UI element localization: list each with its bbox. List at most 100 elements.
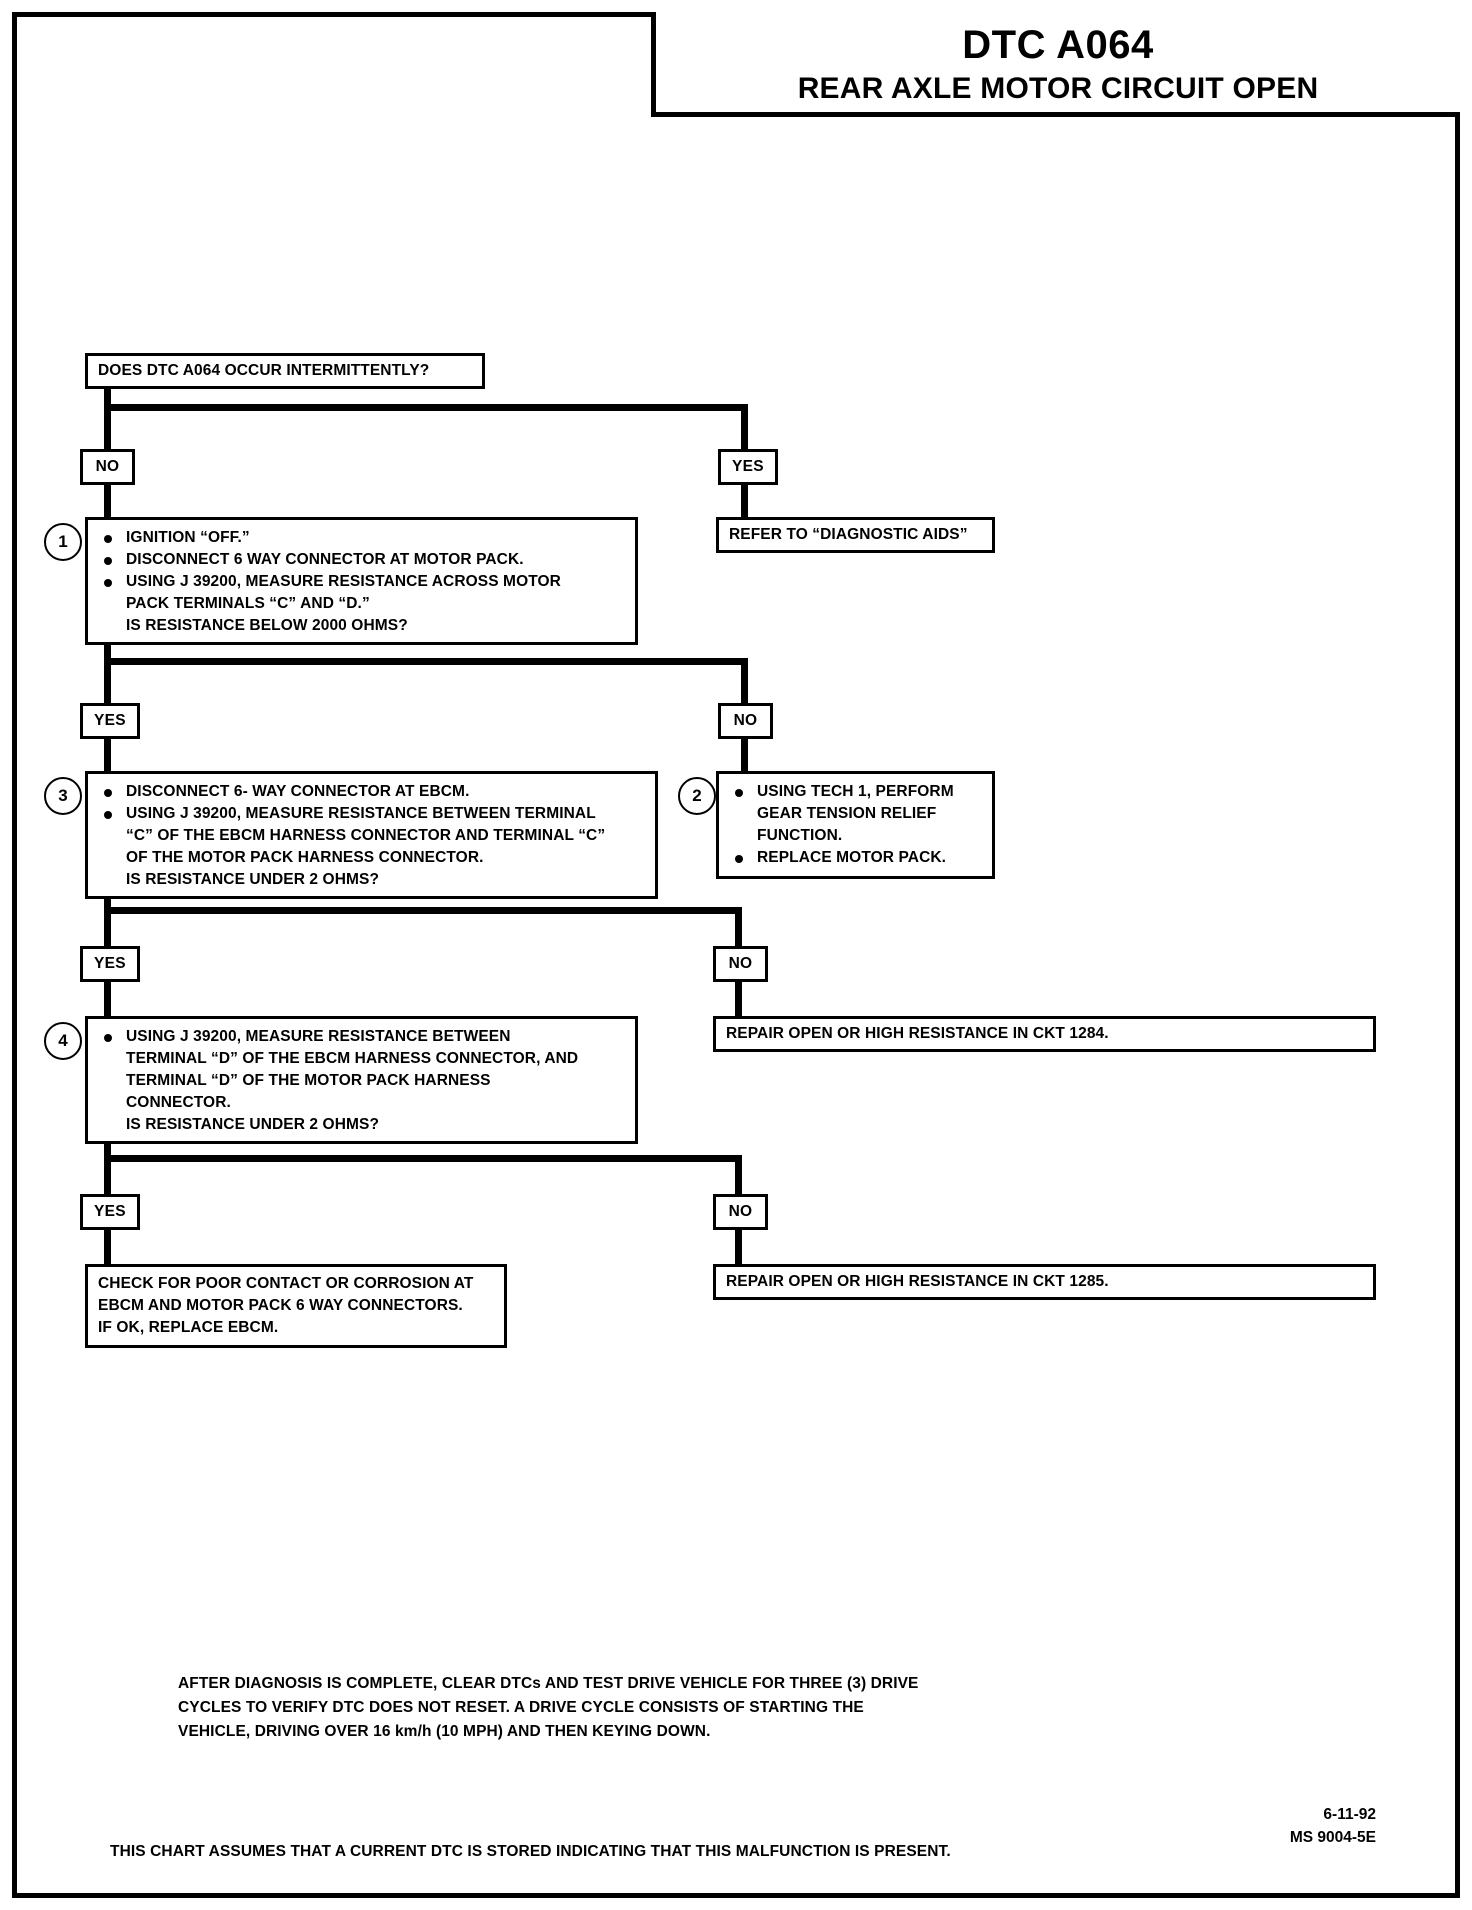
step-2-box: USING TECH 1, PERFORM GEAR TENSION RELIE… bbox=[716, 771, 995, 879]
document-date: 6-11-92 bbox=[1323, 1806, 1376, 1823]
repair-ckt-1285-box: REPAIR OPEN OR HIGH RESISTANCE IN CKT 12… bbox=[713, 1264, 1376, 1300]
connector-step1-stub bbox=[104, 645, 111, 665]
list-item: USING TECH 1, PERFORM bbox=[729, 781, 982, 803]
step-number-4: 4 bbox=[44, 1022, 82, 1060]
tag-label: YES bbox=[94, 955, 126, 972]
document-id-block: 6-11-92 MS 9004-5E bbox=[1100, 1803, 1376, 1850]
list-item: REPLACE MOTOR PACK. bbox=[729, 847, 982, 869]
step-3-continuation-1: “C” OF THE EBCM HARNESS CONNECTOR AND TE… bbox=[126, 827, 606, 844]
tag-step3-no: NO bbox=[713, 946, 768, 982]
step-number-3: 3 bbox=[44, 777, 82, 815]
connector-no-to-step2 bbox=[741, 739, 748, 771]
repair-ckt-1284-text: REPAIR OPEN OR HIGH RESISTANCE IN CKT 12… bbox=[726, 1025, 1109, 1042]
page-border-bottom bbox=[12, 1893, 1460, 1898]
connector-step3-no-down bbox=[735, 907, 742, 951]
step-number-label: 2 bbox=[692, 786, 702, 805]
step-number-label: 1 bbox=[58, 532, 68, 551]
footer-note-line-2: CYCLES TO VERIFY DTC DOES NOT RESET. A D… bbox=[178, 1699, 864, 1717]
question-box: DOES DTC A064 OCCUR INTERMITTENTLY? bbox=[85, 353, 485, 389]
header-block: DTC A064 REAR AXLE MOTOR CIRCUIT OPEN bbox=[651, 12, 1460, 117]
final-action-box: CHECK FOR POOR CONTACT OR CORROSION AT E… bbox=[85, 1264, 507, 1348]
tag-step1-no: NO bbox=[718, 703, 773, 739]
tag-step3-yes: YES bbox=[80, 946, 140, 982]
step-3-bullet-list: DISCONNECT 6- WAY CONNECTOR AT EBCM. USI… bbox=[98, 781, 645, 825]
step-1-continuation-1: PACK TERMINALS “C” AND “D.” bbox=[126, 595, 370, 612]
step-4-continuation-3: CONNECTOR. bbox=[126, 1094, 231, 1111]
tag-question-no: NO bbox=[80, 449, 135, 485]
repair-ckt-1284-box: REPAIR OPEN OR HIGH RESISTANCE IN CKT 12… bbox=[713, 1016, 1376, 1052]
footer-note: AFTER DIAGNOSIS IS COMPLETE, CLEAR DTCs … bbox=[178, 1672, 1278, 1744]
connector-step4-yes-down bbox=[104, 1155, 111, 1199]
page-border-right bbox=[1455, 12, 1460, 1898]
connector-question-horizontal bbox=[104, 404, 748, 411]
repair-ckt-1285-text: REPAIR OPEN OR HIGH RESISTANCE IN CKT 12… bbox=[726, 1273, 1109, 1290]
connector-step3-horizontal bbox=[104, 907, 742, 914]
dtc-title: REAR AXLE MOTOR CIRCUIT OPEN bbox=[797, 71, 1319, 105]
step-2-continuation-1: GEAR TENSION RELIEF bbox=[757, 805, 937, 822]
step-3-question: IS RESISTANCE UNDER 2 OHMS? bbox=[126, 871, 380, 888]
step-4-continuation-1: TERMINAL “D” OF THE EBCM HARNESS CONNECT… bbox=[126, 1050, 579, 1067]
final-action-line-1: CHECK FOR POOR CONTACT OR CORROSION AT bbox=[98, 1275, 474, 1292]
connector-step4-horizontal bbox=[104, 1155, 742, 1162]
step-4-bullet-list: USING J 39200, MEASURE RESISTANCE BETWEE… bbox=[98, 1026, 625, 1048]
step-2-continuation-2: FUNCTION. bbox=[757, 827, 843, 844]
step-2-bullet-list-2: REPLACE MOTOR PACK. bbox=[729, 847, 982, 869]
connector-step4-no-down bbox=[735, 1155, 742, 1199]
tag-step4-no: NO bbox=[713, 1194, 768, 1230]
tag-step4-yes: YES bbox=[80, 1194, 140, 1230]
tag-step1-yes: YES bbox=[80, 703, 140, 739]
list-item: DISCONNECT 6 WAY CONNECTOR AT MOTOR PACK… bbox=[98, 549, 625, 571]
footer-note-line-3: VEHICLE, DRIVING OVER 16 km/h (10 MPH) A… bbox=[178, 1723, 711, 1741]
document-number: MS 9004-5E bbox=[1289, 1829, 1376, 1847]
connector-no-to-step1 bbox=[104, 485, 111, 517]
list-item: USING J 39200, MEASURE RESISTANCE ACROSS… bbox=[98, 571, 625, 593]
step-3-continuation-2: OF THE MOTOR PACK HARNESS CONNECTOR. bbox=[126, 849, 484, 866]
page-border-left bbox=[12, 12, 17, 1898]
step-4-question: IS RESISTANCE UNDER 2 OHMS? bbox=[126, 1116, 380, 1133]
diagnostic-aids-text: REFER TO “DIAGNOSTIC AIDS” bbox=[729, 526, 968, 543]
connector-step1-horizontal bbox=[104, 658, 748, 665]
step-1-box: IGNITION “OFF.” DISCONNECT 6 WAY CONNECT… bbox=[85, 517, 638, 645]
list-item: USING J 39200, MEASURE RESISTANCE BETWEE… bbox=[98, 1026, 625, 1048]
tag-label: NO bbox=[728, 955, 753, 972]
step-2-bullet-list: USING TECH 1, PERFORM bbox=[729, 781, 982, 803]
connector-step4-stub bbox=[104, 1144, 111, 1164]
tag-question-yes: YES bbox=[718, 449, 778, 485]
final-action-line-2: EBCM AND MOTOR PACK 6 WAY CONNECTORS. bbox=[98, 1297, 463, 1314]
step-number-label: 3 bbox=[58, 786, 68, 805]
diagnostic-aids-box: REFER TO “DIAGNOSTIC AIDS” bbox=[716, 517, 995, 553]
tag-label: YES bbox=[94, 712, 126, 729]
connector-yes-to-aids bbox=[741, 485, 748, 517]
connector-no-to-repair1285 bbox=[735, 1230, 742, 1264]
connector-no-to-repair1284 bbox=[735, 982, 742, 1016]
step-1-question: IS RESISTANCE BELOW 2000 OHMS? bbox=[126, 617, 408, 634]
step-4-continuation-2: TERMINAL “D” OF THE MOTOR PACK HARNESS bbox=[126, 1072, 491, 1089]
final-action-line-3: IF OK, REPLACE EBCM. bbox=[98, 1319, 279, 1336]
tag-label: NO bbox=[728, 1203, 753, 1220]
connector-yes-to-step4 bbox=[104, 982, 111, 1016]
step-number-2: 2 bbox=[678, 777, 716, 815]
question-text: DOES DTC A064 OCCUR INTERMITTENTLY? bbox=[98, 362, 430, 379]
footer-note-line-1: AFTER DIAGNOSIS IS COMPLETE, CLEAR DTCs … bbox=[178, 1675, 919, 1692]
connector-question-no-down bbox=[104, 404, 111, 454]
connector-step1-no-down bbox=[741, 658, 748, 708]
chart-assumption-note: THIS CHART ASSUMES THAT A CURRENT DTC IS… bbox=[110, 1840, 1360, 1864]
connector-question-yes-down bbox=[741, 404, 748, 454]
connector-step1-yes-down bbox=[104, 658, 111, 708]
list-item: IGNITION “OFF.” bbox=[98, 527, 625, 549]
tag-label: NO bbox=[733, 712, 758, 729]
tag-label: NO bbox=[95, 458, 120, 475]
step-3-box: DISCONNECT 6- WAY CONNECTOR AT EBCM. USI… bbox=[85, 771, 658, 899]
tag-label: YES bbox=[732, 458, 764, 475]
step-4-box: USING J 39200, MEASURE RESISTANCE BETWEE… bbox=[85, 1016, 638, 1144]
list-item: DISCONNECT 6- WAY CONNECTOR AT EBCM. bbox=[98, 781, 645, 803]
connector-step3-yes-down bbox=[104, 907, 111, 951]
step-number-label: 4 bbox=[58, 1031, 68, 1050]
step-1-bullet-list: IGNITION “OFF.” DISCONNECT 6 WAY CONNECT… bbox=[98, 527, 625, 593]
tag-label: YES bbox=[94, 1203, 126, 1220]
connector-yes-to-final bbox=[104, 1230, 111, 1264]
step-number-1: 1 bbox=[44, 523, 82, 561]
connector-yes-to-step3 bbox=[104, 739, 111, 771]
list-item: USING J 39200, MEASURE RESISTANCE BETWEE… bbox=[98, 803, 645, 825]
